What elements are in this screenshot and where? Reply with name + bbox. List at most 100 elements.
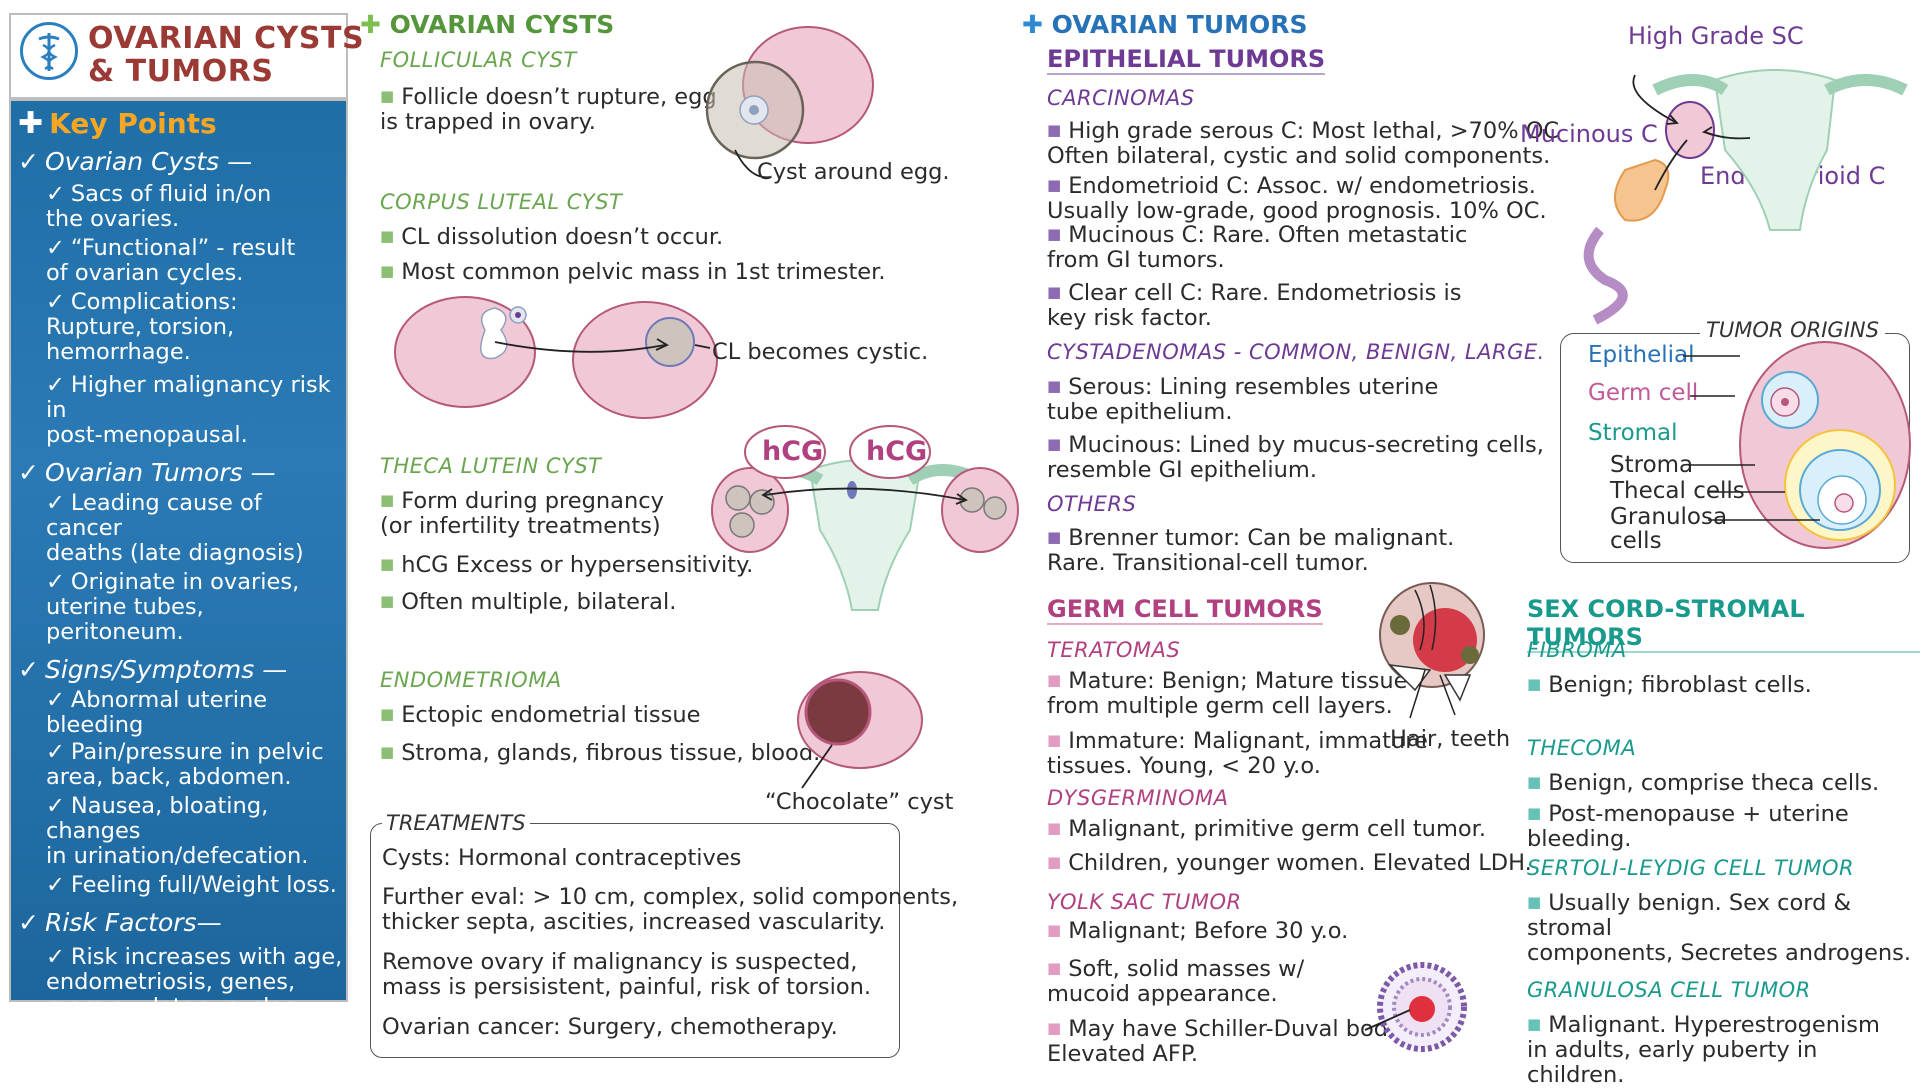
sidebar-item: ✓Feeling full/Weight loss.: [18, 873, 343, 898]
sidebar-item: ✓Higher malignancy risk in post-menopaus…: [18, 373, 343, 448]
germ-cell-tumors-heading: GERM CELL TUMORS: [1047, 595, 1323, 625]
treatment-line: Further eval: > 10 cm, complex, solid co…: [382, 884, 959, 935]
endometrioma-bullet: Ectopic endometrial tissue: [380, 702, 700, 728]
mucinous-c-label: Mucinous C: [1520, 120, 1658, 148]
sertoli-bullet: Usually benign. Sex cord & stromal compo…: [1527, 890, 1920, 966]
teratoma-bullet: Immature: Malignant, immature tissues. Y…: [1047, 728, 1428, 779]
carcinoma-bullet: Clear cell C: Rare. Endometriosis is key…: [1047, 280, 1462, 331]
heading-text: OVARIAN CYSTS: [389, 10, 615, 39]
endometrioma-label: ENDOMETRIOMA: [380, 668, 562, 692]
check-icon: ✓: [46, 490, 65, 516]
heading-text: Risk Factors—: [44, 908, 222, 937]
sidebar-item: ✓Originate in ovaries, uterine tubes, pe…: [18, 570, 343, 645]
thecoma-bullet: Post-menopause + uterine bleeding.: [1527, 801, 1920, 852]
granulosa-cell-tumor-label: GRANULOSA CELL TUMOR: [1527, 978, 1811, 1002]
fibroma-label: FIBROMA: [1527, 638, 1627, 662]
chocolate-cyst-illustration: [797, 671, 923, 789]
cyst-around-egg-annotation: Cyst around egg.: [757, 159, 950, 185]
dysgerminoma-label: DYSGERMINOMA: [1047, 786, 1229, 810]
item-text: Complications: Rupture, torsion, hemorrh…: [46, 289, 238, 365]
heading-text: Ovarian Tumors —: [44, 458, 276, 487]
epithelial-tumors-heading: EPITHELIAL TUMORS: [1047, 45, 1326, 75]
heading-text: OVARIAN TUMORS: [1051, 10, 1308, 39]
tumor-origins-title: TUMOR ORIGINS: [1700, 318, 1885, 342]
sidebar-item: ✓Risk increases with age, endometriosis,…: [18, 945, 343, 1020]
uterus-hcg-illustration: [711, 425, 1019, 611]
check-icon: ✓: [46, 872, 65, 898]
plus-icon: ✚: [18, 106, 44, 141]
sertoli-leydig-label: SERTOLI-LEYDIG CELL TUMOR: [1527, 856, 1855, 880]
carcinoma-bullet: Mucinous C: Rare. Often metastatic from …: [1047, 222, 1467, 273]
granulosa-bullet: Malignant. Hyperestrogenism in adults, e…: [1527, 1012, 1920, 1088]
yolk-sac-tumor-label: YOLK SAC TUMOR: [1047, 890, 1242, 914]
check-icon: ✓: [46, 181, 65, 207]
key-points-label: Key Points: [49, 107, 217, 140]
sidebar-item: ✓“Functional” - result of ovarian cycles…: [18, 236, 343, 286]
sidebar-section-heading: ✓Signs/Symptoms —: [18, 655, 343, 684]
cystadenoma-bullet: Mucinous: Lined by mucus-secreting cells…: [1047, 432, 1544, 483]
follicular-bullet: Follicle doesn’t rupture, egg is trapped…: [380, 84, 720, 135]
sidebar-section-heading: ✓Risk Factors—: [18, 908, 343, 937]
item-text: Risk increases with age, endometriosis, …: [46, 944, 343, 1020]
title-line-2: & TUMORS: [88, 54, 274, 89]
check-icon: ✓: [46, 1023, 65, 1049]
caduceus-logo-icon: [20, 22, 78, 80]
page-title: OVARIAN CYSTS & TUMORS: [88, 22, 364, 88]
sidebar-item: ✓Nausea, bloating, changes in urination/…: [18, 794, 343, 869]
item-text: Feeling full/Weight loss.: [70, 872, 337, 898]
ovarian-cysts-heading: ✚ OVARIAN CYSTS: [360, 10, 614, 39]
check-icon: ✓: [46, 944, 65, 970]
check-icon: ✓: [18, 908, 39, 937]
yolk-bullet: May have Schiller-Duval bodies; Elevated…: [1047, 1016, 1427, 1067]
teratoma-bullet: Mature: Benign; Mature tissue from multi…: [1047, 668, 1408, 719]
check-icon: ✓: [46, 793, 65, 819]
sidebar-item: ✓Complications: Rupture, torsion, hemorr…: [18, 290, 343, 365]
item-text: Higher malignancy risk in post-menopausa…: [46, 372, 331, 448]
origin-thecal-label: Thecal cells: [1610, 478, 1745, 504]
hcg-bubble-left: hCG: [762, 436, 824, 467]
key-points-heading: ✚Key Points: [18, 106, 217, 141]
check-icon: ✓: [46, 289, 65, 315]
sex-cord-stromal-heading: SEX CORD-STROMAL TUMORS: [1527, 595, 1920, 653]
dysgerminoma-bullet: Malignant, primitive germ cell tumor.: [1047, 816, 1486, 842]
origin-epithelial-label: Epithelial: [1588, 342, 1695, 368]
endometrioma-bullet: Stroma, glands, fibrous tissue, blood.: [380, 740, 820, 766]
theca-bullet: Often multiple, bilateral.: [380, 589, 676, 615]
others-bullet: Brenner tumor: Can be malignant. Rare. T…: [1047, 525, 1454, 576]
corpus-luteal-illustration: [394, 296, 718, 419]
item-text: Pain/pressure in pelvic area, back, abdo…: [46, 739, 324, 790]
item-text: Leading cause of cancer deaths (late dia…: [46, 490, 304, 566]
item-text: Nausea, bloating, changes in urination/d…: [46, 793, 309, 869]
origin-stroma-label: Stroma: [1610, 452, 1694, 478]
check-icon: ✓: [18, 147, 39, 176]
origin-germ-cell-label: Germ cell: [1588, 380, 1699, 406]
check-icon: ✓: [46, 687, 65, 713]
item-text: “Functional” - result of ovarian cycles.: [46, 235, 296, 286]
treatment-line: Cysts: Hormonal contraceptives: [382, 845, 742, 871]
check-icon: ✓: [18, 655, 39, 684]
item-text: Protective effects: Fewer ovulatory cycl…: [46, 1023, 311, 1074]
check-icon: ✓: [46, 372, 65, 398]
carcinoma-bullet: High grade serous C: Most lethal, >70% O…: [1047, 118, 1559, 169]
treatments-label: TREATMENTS: [382, 811, 530, 835]
sidebar-item: ✓Pain/pressure in pelvic area, back, abd…: [18, 740, 343, 790]
sidebar-section-heading: ✓Ovarian Cysts —: [18, 147, 343, 176]
theca-bullet: Form during pregnancy (or infertility tr…: [380, 488, 664, 539]
origin-stromal-label: Stromal: [1588, 420, 1678, 446]
origin-granulosa-label: Granulosa cells: [1610, 504, 1728, 554]
chocolate-cyst-annotation: “Chocolate” cyst: [765, 789, 954, 815]
sidebar-content: ✓Ovarian Cysts — ✓Sacs of fluid in/on th…: [18, 147, 343, 1074]
follicular-cyst-illustration: [705, 26, 874, 179]
carcinomas-label: CARCINOMAS: [1047, 86, 1195, 110]
key-points-sidebar: [9, 99, 348, 1002]
theca-bullet: hCG Excess or hypersensitivity.: [380, 552, 753, 578]
high-grade-sc-label: High Grade SC: [1628, 22, 1804, 50]
sidebar-item: ✓Protective effects: Fewer ovulatory cyc…: [18, 1024, 343, 1074]
ovarian-tumors-heading: ✚ OVARIAN TUMORS: [1022, 10, 1308, 39]
heading-text: Ovarian Cysts —: [44, 147, 253, 176]
tumor-source-illustration: [1583, 69, 1908, 325]
check-icon: ✓: [46, 235, 65, 261]
thecoma-label: THECOMA: [1527, 736, 1637, 760]
hair-teeth-annotation: Hair, teeth: [1390, 726, 1511, 752]
title-line-1: OVARIAN CYSTS: [88, 21, 365, 56]
